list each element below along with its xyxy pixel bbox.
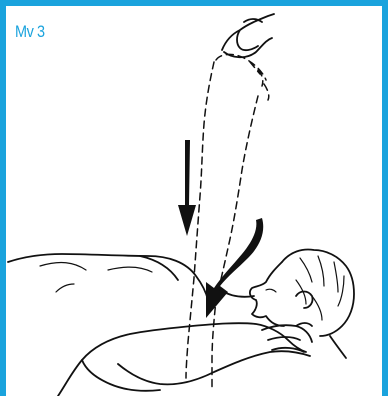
- hand-under-head: [262, 323, 312, 352]
- resting-arm: [58, 323, 310, 396]
- patient-hand-raised: [216, 54, 269, 100]
- elbow: [82, 360, 160, 391]
- patient-torso: [8, 254, 208, 300]
- helper-hand: [222, 14, 274, 57]
- eye: [266, 289, 276, 292]
- resting-arm-outer: [58, 323, 306, 396]
- arrow-curved-down-left: [206, 218, 263, 318]
- body-base: [330, 336, 346, 358]
- hair: [282, 250, 354, 337]
- chest-outline: [8, 254, 208, 300]
- hair-strands: [296, 256, 344, 320]
- face-profile: [250, 262, 284, 326]
- shoulder-contour: [40, 263, 152, 292]
- raised-arm: [186, 14, 274, 388]
- resting-arm-inner: [118, 351, 310, 384]
- fingers: [262, 323, 312, 352]
- arrow-down: [178, 140, 196, 236]
